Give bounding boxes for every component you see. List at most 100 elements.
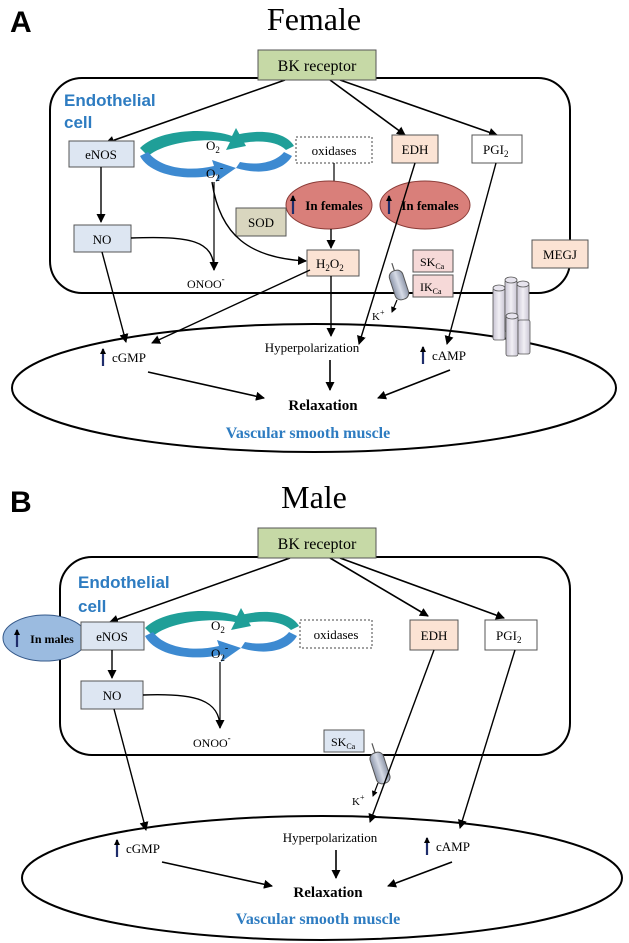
edh-label-a: EDH xyxy=(402,142,429,157)
endothelial-label-a-1: Endothelial xyxy=(64,91,156,110)
skca-label-a: SKCa xyxy=(420,255,445,271)
vsm-label-a: Vascular smooth muscle xyxy=(226,425,390,442)
no-box-b xyxy=(80,680,144,710)
arrow-camp-relaxation-b xyxy=(387,861,453,888)
bk-receptor-label-a: BK receptor xyxy=(278,58,357,75)
oxidases-label-b: oxidases xyxy=(314,627,359,642)
arrow-receptor-edh-b xyxy=(329,557,429,617)
skca-box-a xyxy=(412,249,454,273)
arrow-receptor-enos-a xyxy=(105,79,286,145)
panel-a: A Female Endothelial cell BK receptor O2… xyxy=(10,1,617,453)
arrow-k-efflux-a xyxy=(391,299,398,313)
k-plus-label-b: K+ xyxy=(352,793,365,808)
teal-cycle-arrow-b xyxy=(145,608,251,636)
k-channel-a xyxy=(388,262,410,301)
panel-a-letter: A xyxy=(10,6,32,39)
arrow-h2o2-cgmp-a xyxy=(151,269,311,344)
smooth-muscle-cell-a xyxy=(11,323,617,453)
vsm-label-b: Vascular smooth muscle xyxy=(236,911,400,928)
edh-box-b xyxy=(409,619,459,651)
hyperpolarization-label-b: Hyperpolarization xyxy=(283,830,378,845)
k-channel-b xyxy=(369,743,391,785)
onoo-label-b: ONOO- xyxy=(193,733,231,750)
panel-b: B Male Endothelial cell BK receptor O2 O… xyxy=(2,479,623,941)
hyperpolarization-label-a: Hyperpolarization xyxy=(265,340,360,355)
oxidases-label-a: oxidases xyxy=(312,143,357,158)
arrow-pgi2-camp-b xyxy=(458,649,516,829)
endothelial-label-b-1: Endothelial xyxy=(78,573,170,592)
pgi2-box-b xyxy=(484,619,538,651)
arrow-receptor-enos-b xyxy=(109,557,291,624)
arrow-cgmp-relaxation-a xyxy=(147,371,265,401)
teal-cycle-arrow-b-right xyxy=(237,611,299,630)
o2-label-a: O2 xyxy=(206,138,220,155)
sod-box-a xyxy=(235,207,287,237)
enos-label-a: eNOS xyxy=(85,147,117,162)
skca-label-b: SKCa xyxy=(331,735,356,751)
edh-label-b: EDH xyxy=(421,628,448,643)
teal-cycle-arrow-a-right xyxy=(232,131,294,150)
arrow-no-onoo-a xyxy=(130,236,219,271)
bk-receptor-box-a xyxy=(257,49,377,81)
megj-label-a: MEGJ xyxy=(543,247,577,262)
in-females-ellipse-1 xyxy=(285,180,373,230)
teal-cycle-arrow-a xyxy=(140,128,246,156)
gap-junction-icon-a xyxy=(492,276,531,357)
no-label-a: NO xyxy=(93,232,112,247)
arrow-pgi2-camp-a xyxy=(444,162,497,345)
arrow-no-cgmp-a xyxy=(101,251,129,343)
arrow-cgmp-relaxation-b xyxy=(161,861,273,889)
in-females-label-2: In females xyxy=(401,198,458,213)
blue-cycle-arrow-b xyxy=(145,632,241,662)
arrow-no-cgmp-b xyxy=(113,708,149,831)
arrow-camp-relaxation-a xyxy=(377,369,451,400)
oxidases-box-b xyxy=(299,619,373,649)
pgi2-label-b: PGI2 xyxy=(496,628,521,645)
superoxide-label-a: O2- xyxy=(206,163,223,183)
sod-label-a: SOD xyxy=(248,215,274,230)
k-plus-label-a: K+ xyxy=(372,308,385,323)
cgmp-label-b: cGMP xyxy=(126,841,160,856)
in-females-label-1: In females xyxy=(305,198,362,213)
in-females-ellipse-2 xyxy=(379,180,471,230)
blue-cycle-arrow-b-right xyxy=(241,632,297,652)
smooth-muscle-cell-b xyxy=(21,815,623,941)
superoxide-label-b: O2- xyxy=(211,643,228,663)
blue-cycle-arrow-a-right xyxy=(236,152,292,172)
bk-receptor-box-b xyxy=(257,527,377,559)
pgi2-box-a xyxy=(471,134,523,164)
ikca-label-a: IKCa xyxy=(420,280,442,296)
arrow-superoxide-h2o2-a xyxy=(211,181,307,266)
megj-box-a xyxy=(531,239,589,269)
panel-b-letter: B xyxy=(10,486,32,519)
arrow-k-efflux-b xyxy=(371,782,379,797)
relaxation-label-a: Relaxation xyxy=(288,398,358,414)
camp-label-b: cAMP xyxy=(436,839,470,854)
ikca-box-a xyxy=(412,274,454,298)
onoo-label-a: ONOO- xyxy=(187,274,225,291)
pgi2-label-a: PGI2 xyxy=(483,142,508,159)
panel-a-title: Female xyxy=(267,1,361,37)
arrow-receptor-pgi2-a xyxy=(339,79,498,137)
relaxation-label-b: Relaxation xyxy=(293,885,363,901)
panel-b-title: Male xyxy=(281,479,347,515)
o2-label-b: O2 xyxy=(211,618,225,635)
arrow-edh-hyperpolarization-a xyxy=(357,162,416,345)
camp-label-a: cAMP xyxy=(432,348,466,363)
cgmp-label-a: cGMP xyxy=(112,350,146,365)
blue-cycle-arrow-a xyxy=(140,152,236,182)
arrow-no-onoo-b xyxy=(142,693,225,729)
skca-box-b xyxy=(323,729,365,753)
no-label-b: NO xyxy=(103,688,122,703)
h2o2-box-a xyxy=(306,249,360,277)
endothelial-label-b-2: cell xyxy=(78,597,106,616)
in-males-label: In males xyxy=(30,632,74,646)
arrow-receptor-pgi2-b xyxy=(339,557,505,620)
h2o2-label-a: H2O2 xyxy=(316,256,344,273)
enos-box-b xyxy=(80,621,145,651)
arrow-receptor-edh-a xyxy=(329,79,406,136)
enos-label-b: eNOS xyxy=(96,629,128,644)
endothelial-label-a-2: cell xyxy=(64,113,92,132)
arrow-edh-hyperpolarization-b xyxy=(368,649,435,823)
